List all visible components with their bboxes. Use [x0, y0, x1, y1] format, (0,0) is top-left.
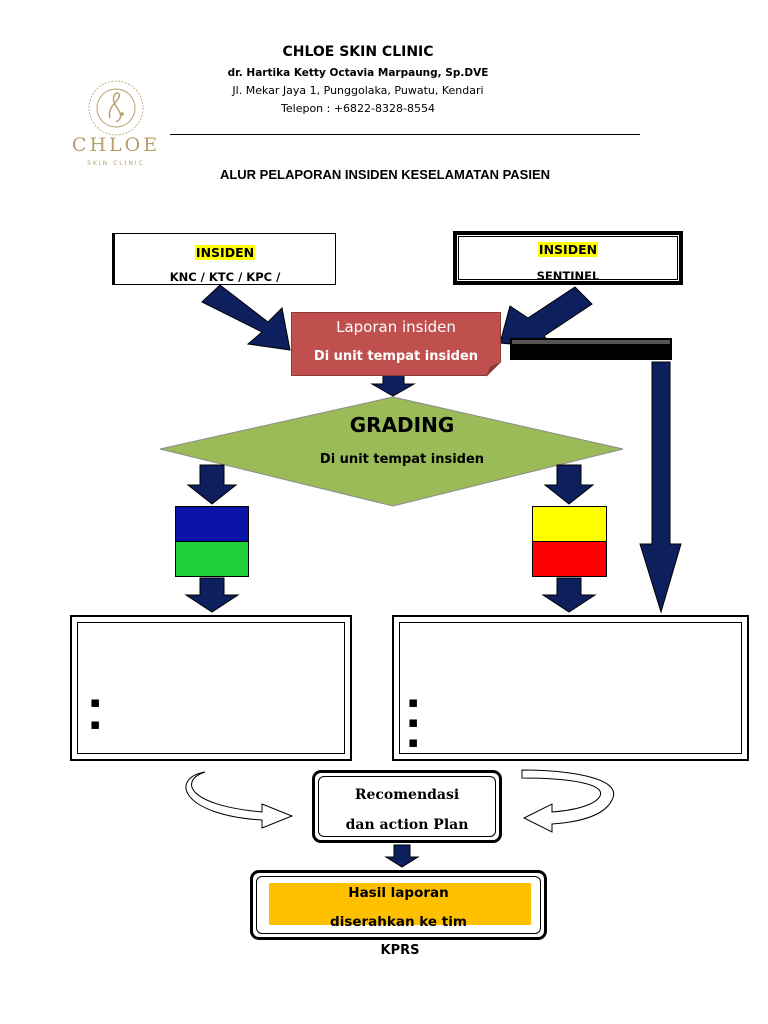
document-title: ALUR PELAPORAN INSIDEN KESELAMATAN PASIE… — [219, 167, 551, 182]
grading-title: GRADING — [349, 413, 455, 437]
report-title: Laporan insiden — [336, 318, 456, 336]
incident-right-label: INSIDEN — [537, 242, 599, 257]
bullet-left-1: ▪ — [90, 693, 101, 711]
clinic-phone: Telepon : +6822-8328-8554 — [281, 102, 435, 115]
grade-green-square — [175, 541, 249, 577]
grading-location: Di unit tempat insiden — [319, 452, 485, 467]
header-divider — [170, 134, 640, 135]
arrow-left-to-box — [184, 577, 240, 613]
result-line2: diserahkan ke tim — [330, 914, 467, 930]
incident-box-right: INSIDEN SENTINEL — [453, 231, 683, 285]
grading-diamond — [159, 396, 624, 507]
clinic-name: CHLOE SKIN CLINIC — [282, 44, 434, 60]
arrow-grading-right-down — [543, 464, 595, 505]
arrow-report-to-grading — [370, 372, 416, 397]
result-highlight — [269, 883, 531, 925]
grade-yellow-square — [532, 506, 607, 542]
arrow-grading-left-down — [186, 464, 238, 505]
incident-right-types: SENTINEL — [536, 269, 600, 283]
clinic-logo: CHLOE SKIN CLINIC — [60, 78, 172, 178]
result-box: Hasil laporan diserahkan ke tim — [250, 870, 547, 940]
arrow-rec-to-result — [384, 844, 420, 868]
logo-emblem-icon — [88, 80, 144, 136]
recommendation-line1: Recomendasi — [354, 787, 460, 803]
action-box-left: ▪ ▪ — [70, 615, 352, 761]
recommendation-line2: dan action Plan — [345, 817, 469, 833]
incident-left-types: KNC / KTC / KPC / — [169, 270, 281, 284]
incident-box-left: INSIDEN KNC / KTC / KPC / — [112, 233, 336, 285]
grade-red-square — [532, 541, 607, 577]
curved-arrow-right — [521, 769, 615, 833]
report-box: Laporan insiden Di unit tempat insiden — [291, 312, 502, 377]
bullet-left-2: ▪ — [90, 715, 101, 733]
grade-blue-square — [175, 506, 249, 542]
incident-left-label: INSIDEN — [194, 245, 256, 260]
arrow-right-to-box — [541, 577, 597, 613]
connector-bar — [510, 338, 672, 360]
doctor-name: dr. Hartika Ketty Octavia Marpaung, Sp.D… — [227, 67, 489, 79]
curved-arrow-left — [185, 771, 294, 829]
result-line3: KPRS — [380, 943, 420, 958]
logo-wordmark: CHLOE — [71, 134, 161, 156]
arrow-left-to-report — [201, 284, 291, 351]
bullet-right-2: ▪ — [408, 713, 419, 731]
logo-subtitle: SKIN CLINIC — [87, 160, 145, 167]
page-curl-icon — [486, 361, 502, 377]
arrow-sentinel-down — [639, 361, 682, 614]
clinic-address: Jl. Mekar Jaya 1, Punggolaka, Puwatu, Ke… — [232, 84, 484, 97]
bullet-right-3: ▪ — [408, 733, 419, 751]
action-box-right: ▪ ▪ ▪ — [392, 615, 749, 761]
bullet-right-1: ▪ — [408, 693, 419, 711]
result-line1: Hasil laporan — [348, 885, 449, 901]
report-location: Di unit tempat insiden — [313, 349, 479, 364]
recommendation-box: Recomendasi dan action Plan — [312, 770, 502, 843]
